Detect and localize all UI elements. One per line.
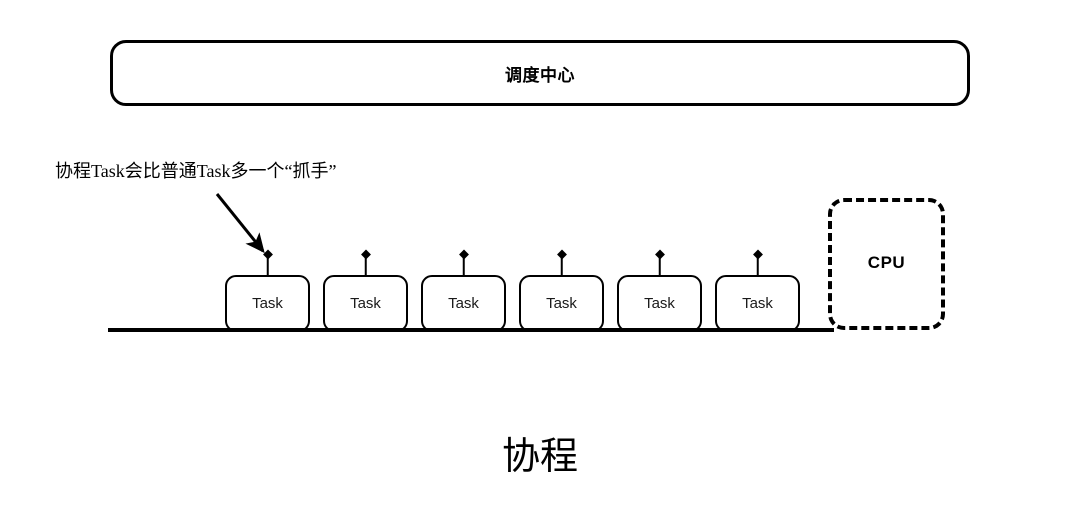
task-label: Task — [252, 295, 283, 312]
arrow-down-right-icon — [215, 193, 265, 254]
task-label: Task — [742, 295, 773, 312]
task-label: Task — [350, 295, 381, 312]
task-box[interactable]: Task — [617, 275, 702, 332]
task-box[interactable]: Task — [421, 275, 506, 332]
diamond-handle-icon — [653, 248, 667, 279]
diagram-caption: 协程 — [501, 436, 578, 478]
diamond-handle-icon — [555, 248, 569, 279]
diamond-handle-icon — [457, 248, 471, 279]
cpu-box: CPU — [828, 198, 945, 330]
diamond-handle-icon — [359, 248, 373, 279]
task-item[interactable]: Task — [519, 248, 604, 332]
scheduler-center-box: 调度中心 — [110, 40, 970, 106]
task-label: Task — [644, 295, 675, 312]
task-box[interactable]: Task — [519, 275, 604, 332]
task-box[interactable]: Task — [225, 275, 310, 332]
annotation-label: 协程Task会比普通Task多一个“抓手” — [55, 161, 337, 181]
task-label: Task — [448, 295, 479, 312]
task-item[interactable]: Task — [421, 248, 506, 332]
task-queue-baseline — [108, 328, 834, 332]
task-box[interactable]: Task — [323, 275, 408, 332]
task-item[interactable]: Task — [715, 248, 800, 332]
diamond-handle-icon — [261, 248, 275, 279]
task-box[interactable]: Task — [715, 275, 800, 332]
scheduler-center-label: 调度中心 — [505, 65, 575, 85]
cpu-label: CPU — [867, 253, 906, 272]
task-label: Task — [546, 295, 577, 312]
task-item[interactable]: Task — [323, 248, 408, 332]
diamond-handle-icon — [751, 248, 765, 279]
task-item[interactable]: Task — [225, 248, 310, 332]
task-item[interactable]: Task — [617, 248, 702, 332]
